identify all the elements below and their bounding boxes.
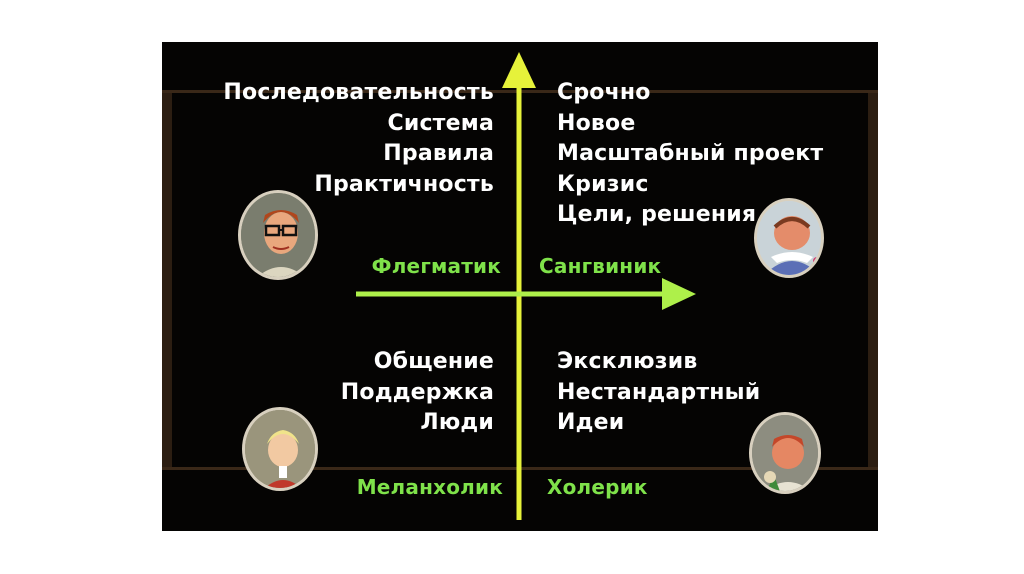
bottom-left-item: Люди xyxy=(420,410,494,435)
bottom-right-item: Нестандартный xyxy=(557,379,761,405)
top-left-item: Практичность xyxy=(314,171,494,197)
horizontal-axis-arrowhead xyxy=(662,278,696,310)
axes xyxy=(356,52,696,520)
melancholic-portrait xyxy=(242,407,318,491)
bottom-right-list: Эксклюзив Нестандартный Идеи xyxy=(557,347,760,439)
red-haired-man-icon xyxy=(752,415,818,491)
label-melancholic: Меланхолик xyxy=(356,475,503,499)
top-right-item: Кризис xyxy=(557,171,649,197)
top-right-item: Новое xyxy=(557,110,636,136)
top-right-list: Срочно Новое Масштабный проект Кризис Це… xyxy=(557,78,823,231)
chalkboard-slide: Последовательность Система Правила Практ… xyxy=(162,42,878,531)
label-sanguine: Сангвиник xyxy=(539,254,662,278)
top-right-item: Цели, решения xyxy=(557,202,757,227)
man-with-glasses-icon xyxy=(241,193,315,277)
phlegmatic-portrait xyxy=(238,190,318,280)
choleric-portrait xyxy=(749,412,821,494)
top-right-item: Срочно xyxy=(557,80,651,105)
bottom-right-item: Эксклюзив xyxy=(557,349,698,374)
label-phlegmatic: Флегматик xyxy=(371,254,501,278)
bottom-left-list: Общение Поддержка Люди xyxy=(341,347,494,439)
label-choleric: Холерик xyxy=(547,475,648,499)
top-left-item: Последовательность xyxy=(223,80,494,105)
top-right-item: Масштабный проект xyxy=(557,141,824,166)
boy-icon xyxy=(245,410,315,488)
vertical-axis-arrowhead xyxy=(502,52,536,88)
sanguine-portrait xyxy=(754,198,824,278)
top-left-list: Последовательность Система Правила Практ… xyxy=(223,78,494,200)
top-left-item: Правила xyxy=(383,141,494,166)
bottom-right-item: Идеи xyxy=(557,410,625,435)
bottom-left-item: Общение xyxy=(373,349,494,374)
round-man-icon xyxy=(757,201,821,275)
bottom-left-item: Поддержка xyxy=(340,379,494,405)
top-left-item: Система xyxy=(387,110,494,136)
